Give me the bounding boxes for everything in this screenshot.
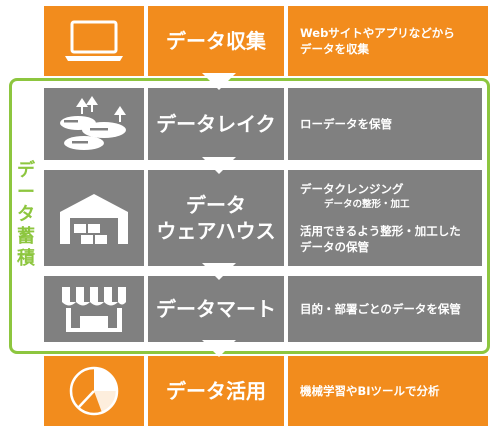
row-warehouse-desc: データクレンジング データの整形・加工 活用できるよう整形・加工した データの保… bbox=[288, 170, 482, 266]
row-collect-icon-cell bbox=[44, 6, 144, 76]
store-icon bbox=[62, 287, 126, 332]
row-use-title: データ活用 bbox=[148, 356, 284, 426]
row-warehouse-title: データ ウェアハウス bbox=[148, 170, 284, 266]
row-lake-icon-cell bbox=[44, 88, 144, 160]
row-use-icon-cell bbox=[44, 356, 144, 426]
flow-arrow-1 bbox=[202, 73, 236, 90]
flow-arrow-3 bbox=[202, 263, 236, 280]
laptop-icon bbox=[65, 20, 123, 61]
pie-chart-icon bbox=[69, 366, 119, 416]
row-collect-desc: Webサイトやアプリなどから データを収集 bbox=[288, 6, 488, 76]
row-mart-icon-cell bbox=[44, 276, 144, 342]
warehouse-icon bbox=[60, 194, 128, 244]
row-warehouse-icon-cell bbox=[44, 170, 144, 266]
row-lake-title: データレイク bbox=[148, 88, 284, 160]
row-mart-title: データマート bbox=[148, 276, 284, 342]
row-use-desc: 機械学習やBIツールで分析 bbox=[288, 356, 488, 426]
flow-arrow-4 bbox=[202, 340, 236, 357]
row-mart-desc: 目的・部署ごとのデータを保管 bbox=[288, 276, 482, 342]
row-collect-title: データ収集 bbox=[148, 6, 284, 76]
flow-arrow-2 bbox=[202, 157, 236, 174]
row-lake-desc: ローデータを保管 bbox=[288, 88, 482, 160]
data-storage-frame bbox=[9, 78, 490, 354]
side-label: デ ー タ 蓄 積 bbox=[17, 160, 35, 269]
data-lake-icon bbox=[60, 96, 126, 150]
